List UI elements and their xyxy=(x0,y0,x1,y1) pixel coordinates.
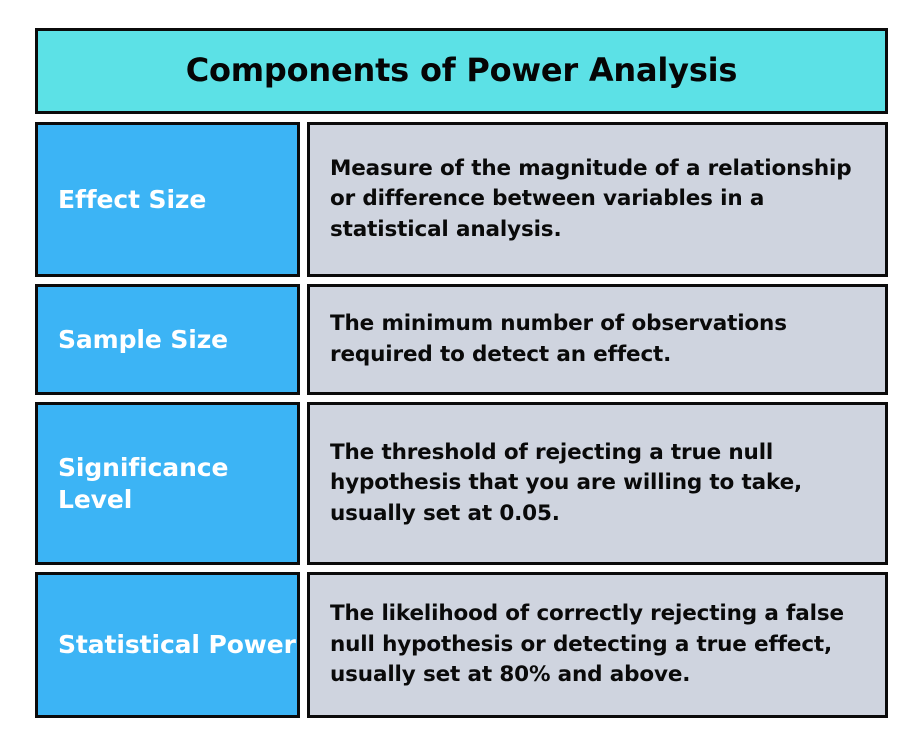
component-description-cell-sample-size: The minimum number of observations requi… xyxy=(307,284,888,396)
components-table: Effect Size Measure of the magnitude of … xyxy=(35,122,888,718)
infographic-title-banner: Components of Power Analysis xyxy=(35,28,888,114)
table-row: Sample Size The minimum number of observ… xyxy=(35,284,888,396)
component-label: Effect Size xyxy=(58,185,207,214)
component-description: The likelihood of correctly rejecting a … xyxy=(330,601,844,688)
component-label-cell-significance-level: Significance Level xyxy=(35,402,300,565)
component-description: The threshold of rejecting a true null h… xyxy=(330,439,803,526)
table-row: Statistical Power The likelihood of corr… xyxy=(35,571,888,718)
table-row: Significance Level The threshold of reje… xyxy=(35,402,888,565)
table-row: Effect Size Measure of the magnitude of … xyxy=(35,122,888,278)
component-label-cell-effect-size: Effect Size xyxy=(35,122,300,278)
component-description: Measure of the magnitude of a relationsh… xyxy=(330,155,852,242)
component-description-cell-statistical-power: The likelihood of correctly rejecting a … xyxy=(307,571,888,718)
component-description-cell-effect-size: Measure of the magnitude of a relationsh… xyxy=(307,122,888,278)
component-description: The minimum number of observations requi… xyxy=(330,311,787,367)
component-label: Statistical Power xyxy=(58,630,296,660)
component-label-cell-sample-size: Sample Size xyxy=(35,284,300,396)
component-label-cell-statistical-power: Statistical Power xyxy=(35,571,300,718)
component-label: Sample Size xyxy=(58,325,229,355)
component-label: Significance Level xyxy=(58,453,229,514)
component-description-cell-significance-level: The threshold of rejecting a true null h… xyxy=(307,402,888,565)
page-title: Components of Power Analysis xyxy=(185,51,738,90)
power-analysis-infographic: Components of Power Analysis Effect Size… xyxy=(35,28,888,718)
